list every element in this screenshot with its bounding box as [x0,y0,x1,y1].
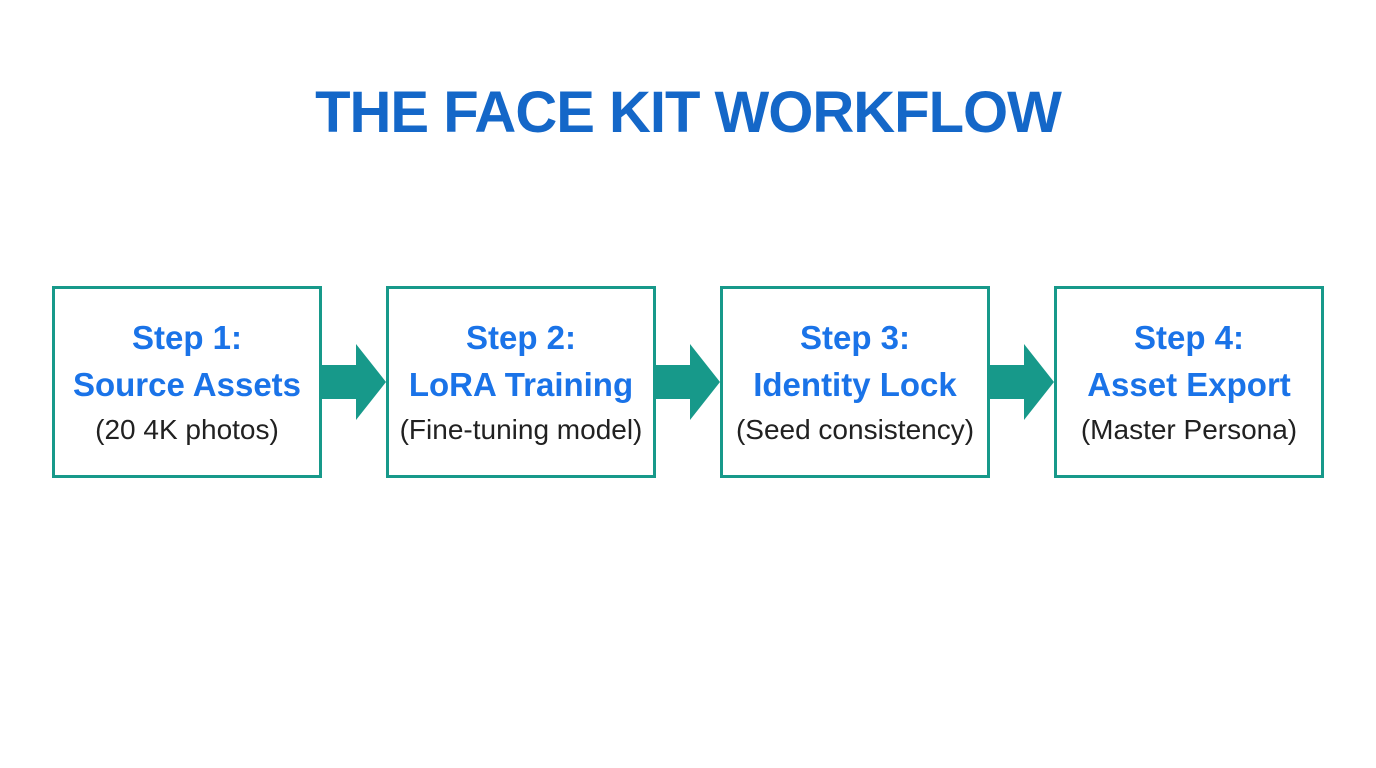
step-2-heading: Step 2: [465,319,577,357]
page-title: THE FACE KIT WORKFLOW [315,80,1062,145]
step-3-heading: Step 3: [799,319,911,357]
step-3-detail: (Seed consistency) [735,413,975,445]
step-3-name: Identity Lock [753,365,957,403]
step-2-name: LoRA Training [408,365,634,403]
step-4-heading: Step 4: [1133,319,1245,357]
step-2-detail: (Fine-tuning model) [399,413,643,445]
step-1-name: Source Assets [72,365,302,403]
flow-arrow-icon [322,344,386,420]
step-1-box: Step 1: Source Assets (20 4K photos) [52,286,322,478]
step-1-detail: (20 4K photos) [95,413,279,445]
flow-arrow-icon [656,344,720,420]
step-1-heading: Step 1: [131,319,243,357]
step-4-detail: (Master Persona) [1080,413,1298,445]
flow-arrow-icon [990,344,1054,420]
workflow-diagram: Step 1: Source Assets (20 4K photos) Ste… [0,286,1376,478]
step-4-name: Asset Export [1087,365,1291,403]
step-4-box: Step 4: Asset Export (Master Persona) [1054,286,1324,478]
step-2-box: Step 2: LoRA Training (Fine-tuning model… [386,286,656,478]
step-3-box: Step 3: Identity Lock (Seed consistency) [720,286,990,478]
